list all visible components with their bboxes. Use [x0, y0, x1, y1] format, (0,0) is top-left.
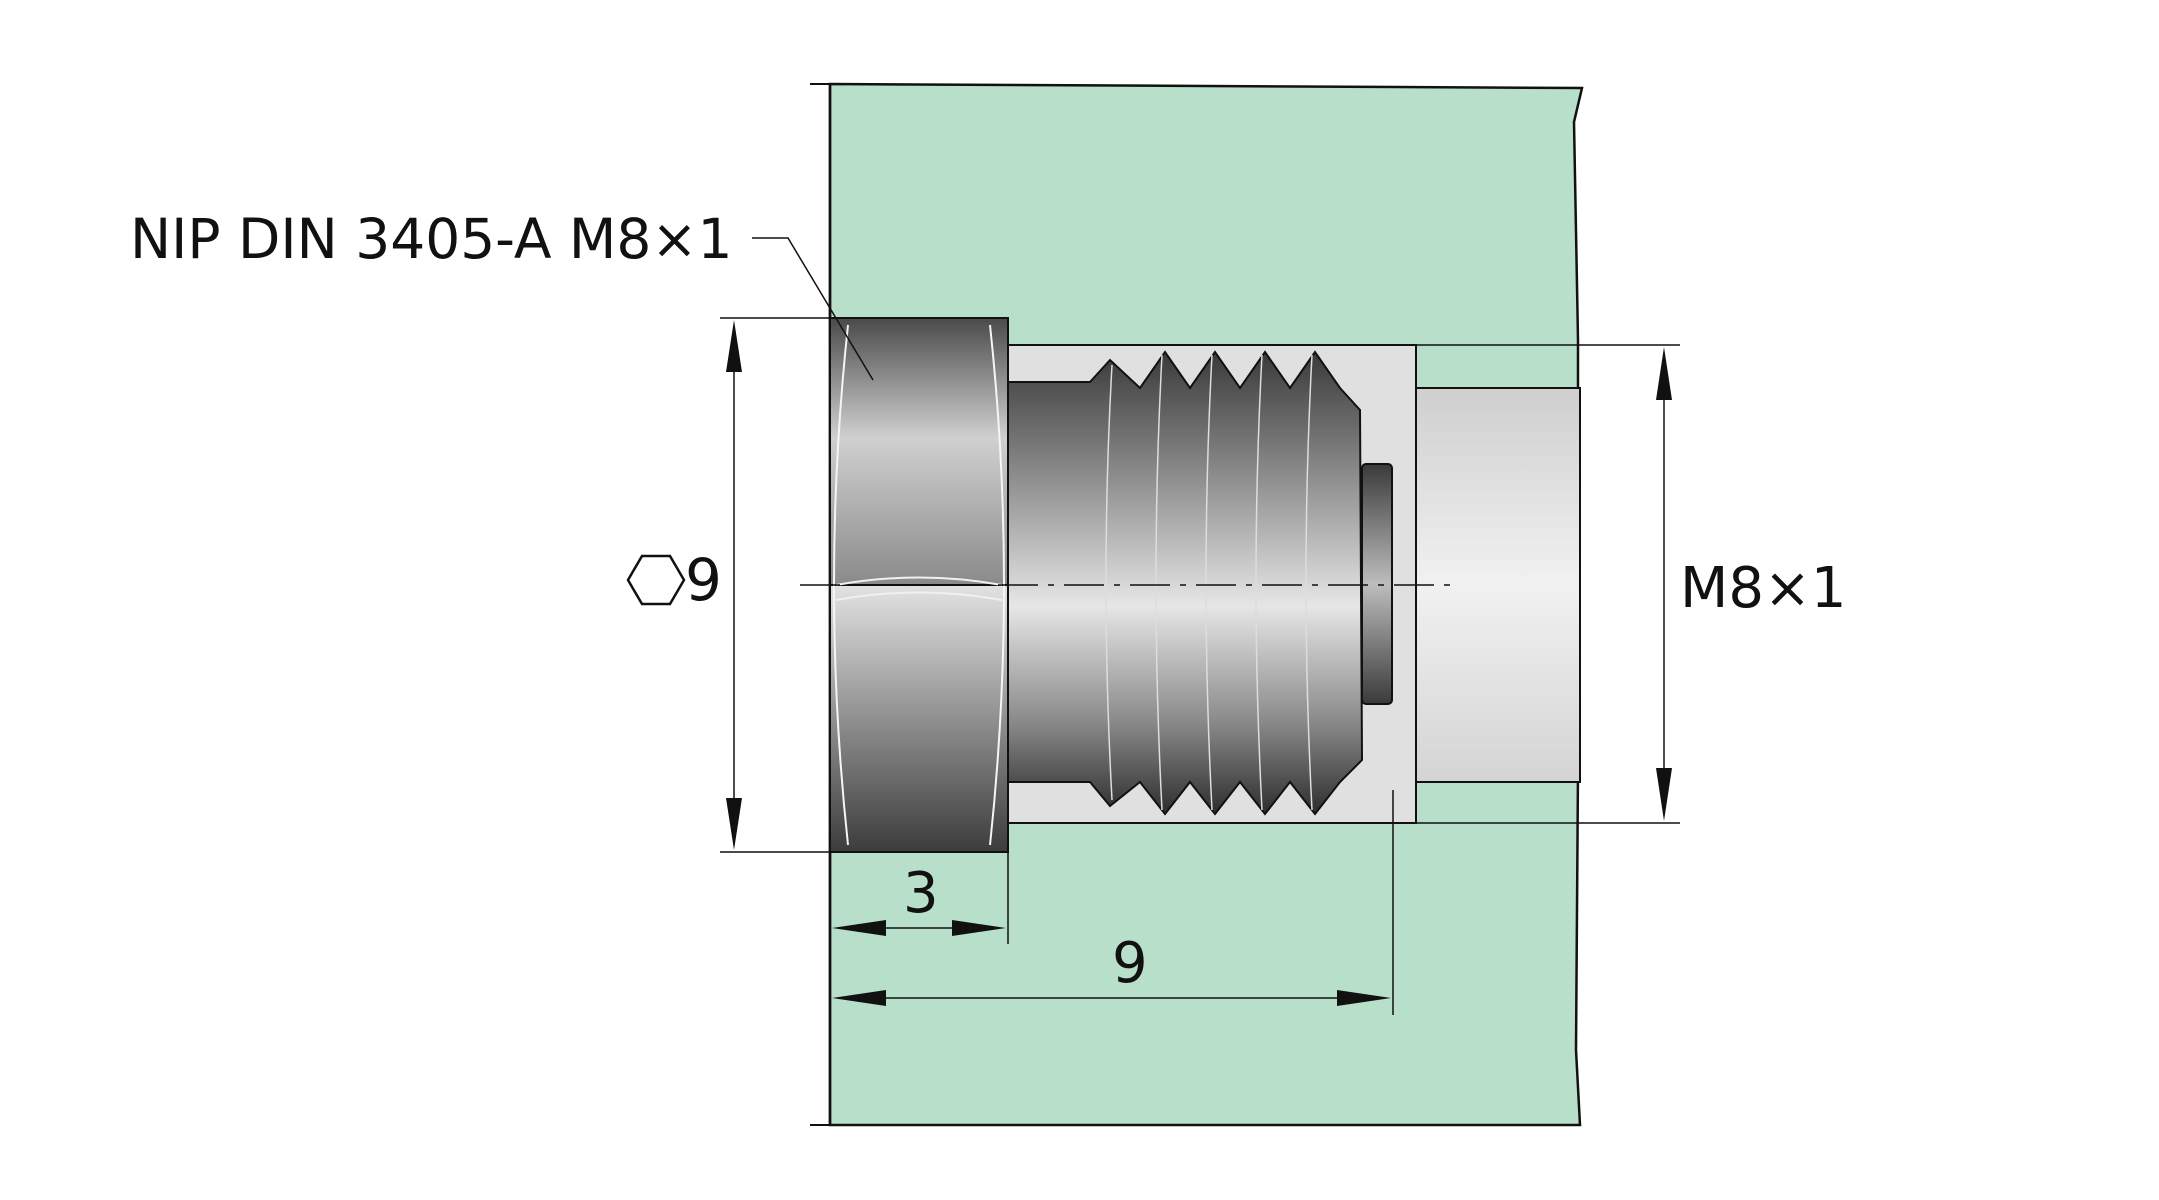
length-dim-arrow-right: [1337, 990, 1391, 1006]
hex-head-chamfer-top: [835, 576, 1003, 586]
part-designation-label: NIP DIN 3405-A M8×1: [130, 207, 732, 271]
shaft-tip: [1361, 463, 1393, 705]
head-dim-arrow-left: [832, 920, 886, 936]
hex-dim-arrow-bottom: [726, 798, 742, 850]
length-dim-arrow-left: [832, 990, 886, 1006]
bore-continuation: [1415, 387, 1581, 783]
thread-dim-arrow-bottom: [1656, 768, 1672, 821]
thread-dim-arrow-top: [1656, 347, 1672, 400]
hex-head-chamfer-bottom: [835, 591, 1003, 601]
hex-size-label: 9: [685, 546, 722, 614]
head-height-label: 3: [903, 861, 939, 926]
thread-flank-lines: [1105, 354, 1313, 811]
hex-head-top: [829, 317, 1009, 586]
callout-leader-line: [752, 237, 874, 381]
threaded-shaft: [1007, 350, 1364, 816]
hexagon-icon: [626, 554, 686, 606]
hex-dim-arrow-top: [726, 320, 742, 372]
total-length-label: 9: [1112, 931, 1148, 996]
thread-size-label: M8×1: [1680, 556, 1847, 621]
hex-head-bottom: [829, 584, 1009, 853]
head-dim-arrow-right: [952, 920, 1006, 936]
